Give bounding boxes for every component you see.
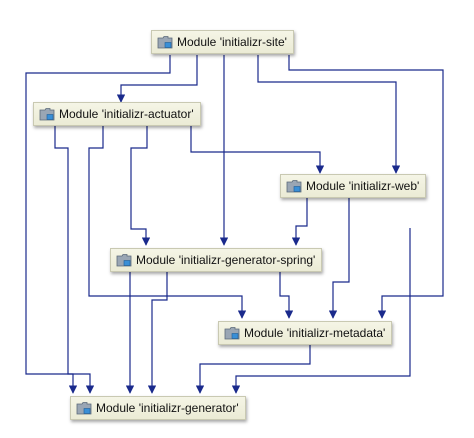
edge-site-to-metadata (288, 55, 444, 319)
edge-web-to-generator-spring (291, 198, 308, 246)
node-initializr-site[interactable]: Module 'initializr-site' (151, 30, 294, 54)
node-label: Module 'initializr-web' (306, 179, 420, 193)
node-label: Module 'initializr-generator-spring' (136, 253, 316, 267)
edge-metadata-to-generator (195, 345, 311, 394)
node-label: Module 'initializr-site' (177, 35, 287, 49)
node-label: Module 'initializr-metadata' (244, 326, 386, 340)
edge-site-to-actuator (116, 55, 198, 103)
module-folder-icon (286, 180, 302, 193)
edge-site-to-web (257, 55, 401, 174)
edge-actuator-to-web (190, 126, 325, 174)
module-folder-icon (116, 254, 132, 267)
node-label: Module 'initializr-actuator' (59, 107, 194, 121)
module-folder-icon (76, 402, 92, 415)
edge-actuator-to-generator-spring (130, 126, 151, 246)
node-initializr-actuator[interactable]: Module 'initializr-actuator' (33, 102, 201, 126)
edge-web-to-metadata (328, 198, 350, 319)
edge-web-to-generator (231, 228, 411, 394)
node-initializr-generator[interactable]: Module 'initializr-generator' (70, 396, 246, 420)
edge-generator-spring-to-metadata (279, 272, 294, 319)
edge-site-to-generator (25, 55, 171, 394)
module-folder-icon (224, 327, 240, 340)
edge-actuator-to-generator (54, 126, 78, 394)
module-folder-icon (39, 108, 55, 121)
edge-actuator-to-metadata (88, 126, 247, 319)
edge-generator-spring-to-generator-a (147, 272, 168, 394)
node-label: Module 'initializr-generator' (96, 401, 239, 415)
node-initializr-metadata[interactable]: Module 'initializr-metadata' (218, 321, 393, 345)
node-initializr-web[interactable]: Module 'initializr-web' (280, 174, 427, 198)
node-initializr-generator-spring[interactable]: Module 'initializr-generator-spring' (110, 248, 323, 272)
module-folder-icon (157, 36, 173, 49)
